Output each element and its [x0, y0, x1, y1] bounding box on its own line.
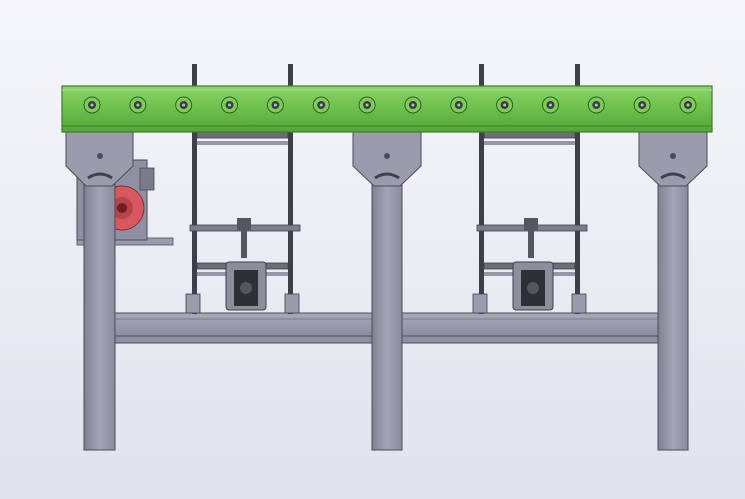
roller-end	[266, 96, 284, 114]
roller-end	[496, 96, 514, 114]
lift-station-left	[185, 64, 301, 314]
support-leg-right	[638, 131, 708, 451]
roller-end	[221, 96, 239, 114]
conveyor-frame	[61, 85, 713, 133]
roller-end	[129, 96, 147, 114]
roller-end	[587, 96, 605, 114]
roller-end	[541, 96, 559, 114]
roller-end	[358, 96, 376, 114]
roller-end	[175, 96, 193, 114]
roller-end	[312, 96, 330, 114]
lift-station-right	[472, 64, 588, 314]
roller-end	[404, 96, 422, 114]
support-leg-middle	[352, 131, 422, 451]
roller-row	[83, 96, 697, 114]
roller-end	[83, 96, 101, 114]
support-leg-left	[65, 131, 134, 451]
roller-end	[633, 96, 651, 114]
roller-end	[679, 96, 697, 114]
roller-end	[450, 96, 468, 114]
